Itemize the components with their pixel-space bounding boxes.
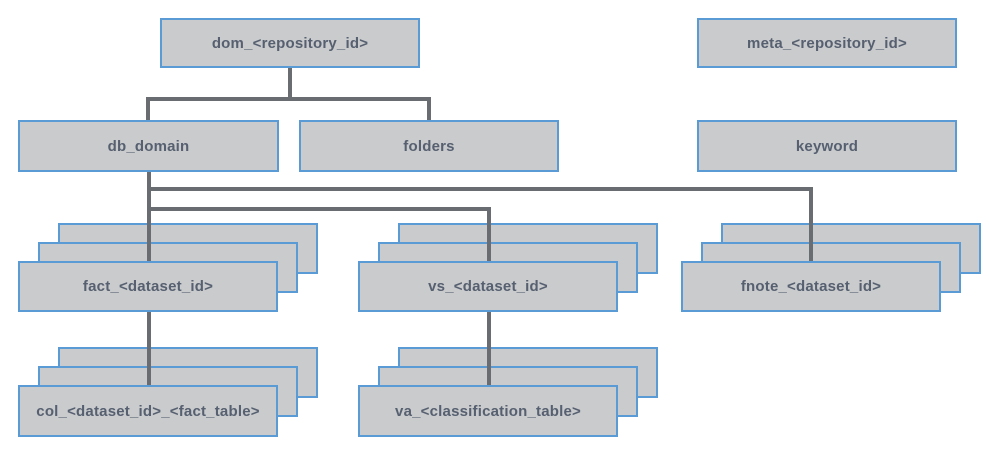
node-fnote: fnote_<dataset_id>: [681, 261, 941, 312]
node-va-label: va_<classification_table>: [395, 402, 581, 420]
node-db-domain: db_domain: [18, 120, 279, 172]
node-meta-label: meta_<repository_id>: [747, 34, 907, 52]
node-fnote-label: fnote_<dataset_id>: [740, 278, 882, 295]
connector-dom-to-dbdomain-folders: [146, 66, 431, 122]
node-col-label: col_<dataset_id>_<fact_table>: [36, 402, 260, 420]
node-dom-label: dom_<repository_id>: [211, 34, 369, 52]
node-fact-label: fact_<dataset_id>: [82, 278, 214, 295]
node-dom: dom_<repository_id>: [160, 18, 420, 68]
node-folders-label: folders: [403, 137, 455, 155]
node-fact: fact_<dataset_id>: [18, 261, 278, 312]
node-col: col_<dataset_id>_<fact_table>: [18, 385, 278, 437]
node-keyword: keyword: [697, 120, 957, 172]
node-vs-label: vs_<dataset_id>: [428, 278, 548, 295]
node-db-domain-label: db_domain: [107, 137, 190, 155]
node-keyword-label: keyword: [795, 137, 859, 155]
node-meta: meta_<repository_id>: [697, 18, 957, 68]
node-vs: vs_<dataset_id>: [358, 261, 618, 312]
node-folders: folders: [299, 120, 559, 172]
node-va: va_<classification_table>: [358, 385, 618, 437]
